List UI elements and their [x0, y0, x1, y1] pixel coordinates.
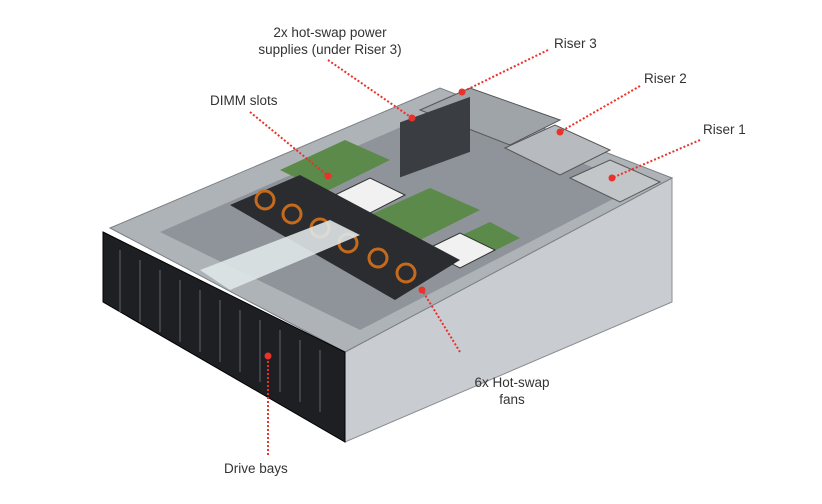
drive-bays: [119, 250, 321, 412]
leader-dimm: [249, 111, 329, 177]
label-line: 6x Hot-swap: [474, 375, 550, 390]
leader-fans: [421, 289, 461, 353]
label-dimm-slots: DIMM slots: [210, 93, 278, 108]
fan: [367, 247, 389, 269]
fan: [254, 189, 276, 211]
label-drive-bays: Drive bays: [224, 461, 288, 476]
label-riser-3: Riser 3: [554, 36, 597, 51]
label-line: supplies (under Riser 3): [258, 42, 402, 57]
riser-2: [503, 124, 612, 176]
leader-riser2: [559, 85, 641, 133]
leader-psu: [327, 59, 413, 119]
front-bezel: [102, 231, 346, 443]
label-riser-1: Riser 1: [703, 122, 746, 137]
label-line: fans: [499, 392, 525, 407]
riser-1: [568, 159, 662, 203]
fan: [281, 203, 303, 225]
label-line: 2x hot-swap power: [273, 25, 387, 40]
riser-3: [418, 87, 562, 146]
label-fans: 6x Hot-swap fans: [462, 374, 562, 408]
service-label: [200, 220, 360, 290]
label-riser-2: Riser 2: [644, 71, 687, 86]
psu-block: [400, 96, 470, 178]
leader-riser3: [461, 49, 549, 93]
label-power-supplies: 2x hot-swap power supplies (under Riser …: [240, 24, 420, 58]
fan: [395, 262, 417, 284]
